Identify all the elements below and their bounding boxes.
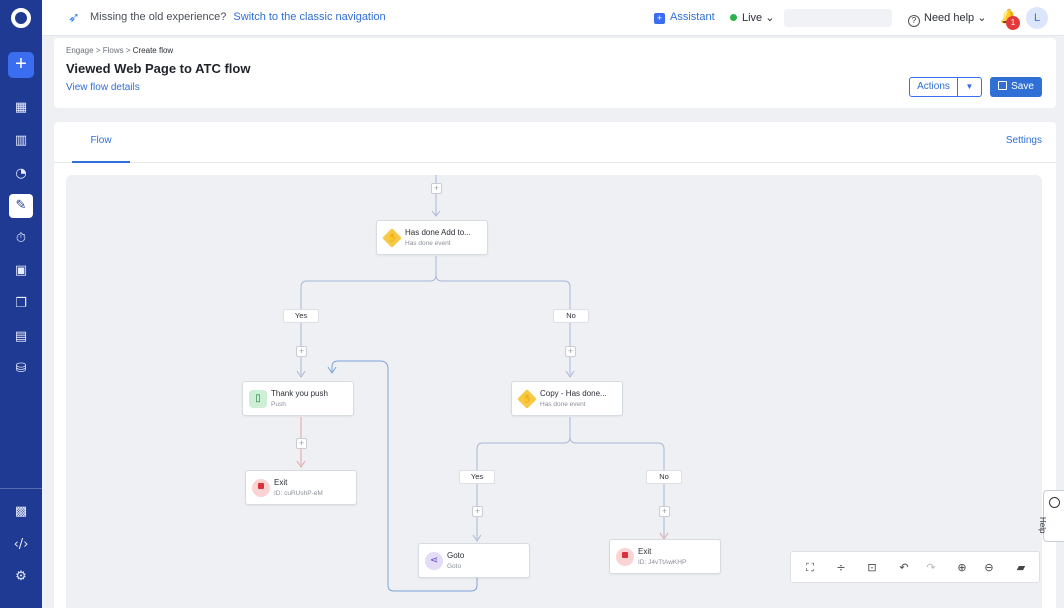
flow-node-copy-condition[interactable]: ✋ Copy - Has done... Has done event: [511, 381, 623, 416]
tab-settings[interactable]: Settings: [1005, 135, 1042, 146]
environment-label: Live: [742, 12, 763, 24]
top-bar: ➶ Missing the old experience? Switch to …: [42, 0, 1064, 36]
help-label: Help: [1038, 517, 1047, 534]
assistant-button[interactable]: + Assistant: [654, 11, 715, 24]
node-title: Thank you push: [271, 389, 328, 398]
help-circle-icon: [1049, 497, 1060, 508]
templates-icon[interactable]: ❐: [15, 296, 27, 311]
notification-badge: 1: [1006, 16, 1020, 30]
add-step-button[interactable]: +: [472, 506, 483, 517]
branch-label-yes: Yes: [459, 470, 495, 484]
help-side-tab[interactable]: Help: [1038, 490, 1064, 542]
save-button[interactable]: Save: [990, 77, 1042, 97]
minimap-icon[interactable]: ▰: [1016, 561, 1026, 574]
classic-nav-message: Missing the old experience?: [90, 11, 227, 23]
chevron-down-icon: ⌄: [765, 12, 775, 24]
flow-node-exit[interactable]: Exit ID: cuRUshP-eM: [245, 470, 357, 505]
canvas-toolbar: ⛶ ÷ ⊡ ↶ ↷ ⊕ ⊖ ▰: [790, 551, 1040, 583]
node-title: Exit: [274, 478, 288, 487]
flow-node-push[interactable]: ▯ Thank you push Push: [242, 381, 354, 416]
live-status-dot: [730, 14, 737, 21]
create-button[interactable]: +: [8, 52, 34, 78]
assistant-label: Assistant: [670, 11, 715, 23]
flow-node-goto[interactable]: ⋖ Goto Goto: [418, 543, 530, 578]
zoom-in-icon[interactable]: ⊕: [957, 561, 967, 574]
collapse-icon[interactable]: ÷: [836, 561, 846, 574]
fit-screen-icon[interactable]: ⛶: [806, 561, 814, 574]
chevron-down-icon[interactable]: ▼: [965, 82, 974, 91]
settings-icon[interactable]: ⚙: [15, 569, 27, 584]
node-subtitle: ID: J4vTtAwKHP: [638, 559, 687, 566]
redo-icon[interactable]: ↷: [926, 561, 936, 574]
node-subtitle: Goto: [447, 563, 462, 570]
segments-icon[interactable]: ◔: [15, 166, 27, 181]
environment-selector[interactable]: Live ⌄: [730, 11, 774, 24]
node-title: Exit: [638, 547, 652, 556]
mobile-push-icon: ▯: [249, 390, 267, 408]
breadcrumb-item-current: Create flow: [132, 46, 174, 55]
node-title: Goto: [447, 551, 465, 560]
exit-icon: [616, 548, 634, 566]
flow-node-root-condition[interactable]: ✋ Has done Add to... Has done event: [376, 220, 488, 255]
branch-label-no: No: [646, 470, 682, 484]
journeys-icon[interactable]: ⏱: [15, 231, 27, 246]
avatar[interactable]: L: [1026, 7, 1048, 29]
catalog-icon[interactable]: ▤: [14, 329, 28, 344]
page-header: Engage > Flows > Create flow Viewed Web …: [54, 38, 1056, 108]
help-circle-icon: ?: [908, 15, 920, 27]
need-help-button[interactable]: ? Need help ⌄: [908, 11, 986, 27]
chevron-down-icon: ⌄: [977, 12, 987, 24]
rocket-icon: ➶: [68, 10, 80, 26]
add-step-button[interactable]: +: [565, 346, 576, 357]
branch-label-no: No: [553, 309, 589, 323]
classic-nav-link[interactable]: Switch to the classic navigation: [233, 11, 386, 23]
need-help-label: Need help: [924, 12, 975, 24]
branch-label-yes: Yes: [283, 309, 319, 323]
exit-icon: [252, 479, 270, 497]
node-title: Copy - Has done...: [540, 389, 607, 398]
analytics-icon[interactable]: ▥: [14, 133, 28, 148]
add-step-button[interactable]: +: [431, 183, 442, 194]
node-subtitle: Push: [271, 401, 286, 408]
node-subtitle: ID: cuRUshP-eM: [274, 490, 323, 497]
classic-nav-banner: Missing the old experience? Switch to th…: [90, 11, 386, 23]
breadcrumb-item-engage[interactable]: Engage: [66, 46, 94, 55]
add-step-button[interactable]: +: [296, 438, 307, 449]
assistant-icon: +: [654, 13, 665, 24]
flow-node-exit[interactable]: Exit ID: J4vTtAwKHP: [609, 539, 721, 574]
node-subtitle: Has done event: [405, 240, 451, 247]
rail-divider: [0, 488, 42, 489]
floppy-icon: [998, 81, 1008, 90]
code-icon[interactable]: ‹/›: [13, 537, 29, 552]
save-label: Save: [1011, 81, 1034, 92]
add-step-button[interactable]: +: [296, 346, 307, 357]
left-nav-rail: + ▦ ▥ ◔ ✎ ⏱ ▣ ❐ ▤ ⛁ ▩ ‹/› ⚙: [0, 0, 42, 608]
store-icon[interactable]: ▩: [14, 504, 28, 519]
engage-icon[interactable]: ✎: [9, 194, 33, 218]
tab-flow[interactable]: Flow: [72, 122, 130, 163]
breadcrumb: Engage > Flows > Create flow: [66, 46, 174, 55]
zoom-out-icon[interactable]: ⊖: [984, 561, 994, 574]
add-step-button[interactable]: +: [659, 506, 670, 517]
users-icon[interactable]: ▣: [14, 263, 28, 278]
logo-icon[interactable]: [11, 8, 31, 28]
event-condition-icon: ✋: [517, 389, 537, 409]
editor-tabs: Flow Settings: [54, 122, 1056, 163]
view-flow-details-link[interactable]: View flow details: [66, 82, 140, 93]
focus-icon[interactable]: ⊡: [867, 561, 877, 574]
actions-label[interactable]: Actions: [910, 78, 958, 96]
dashboard-icon[interactable]: ▦: [14, 100, 28, 115]
account-selector[interactable]: [784, 9, 892, 27]
share-icon: ⋖: [425, 552, 443, 570]
node-title: Has done Add to...: [405, 228, 471, 237]
page-title: Viewed Web Page to ATC flow: [66, 61, 251, 76]
actions-dropdown[interactable]: Actions ▼: [909, 77, 982, 97]
node-subtitle: Has done event: [540, 401, 586, 408]
flow-canvas[interactable]: + + + + + + Yes No Yes No ✋ Has done Add…: [66, 175, 1042, 608]
breadcrumb-item-flows[interactable]: Flows: [102, 46, 124, 55]
data-icon[interactable]: ⛁: [15, 361, 27, 376]
undo-icon[interactable]: ↶: [899, 561, 909, 574]
event-condition-icon: ✋: [382, 228, 402, 248]
